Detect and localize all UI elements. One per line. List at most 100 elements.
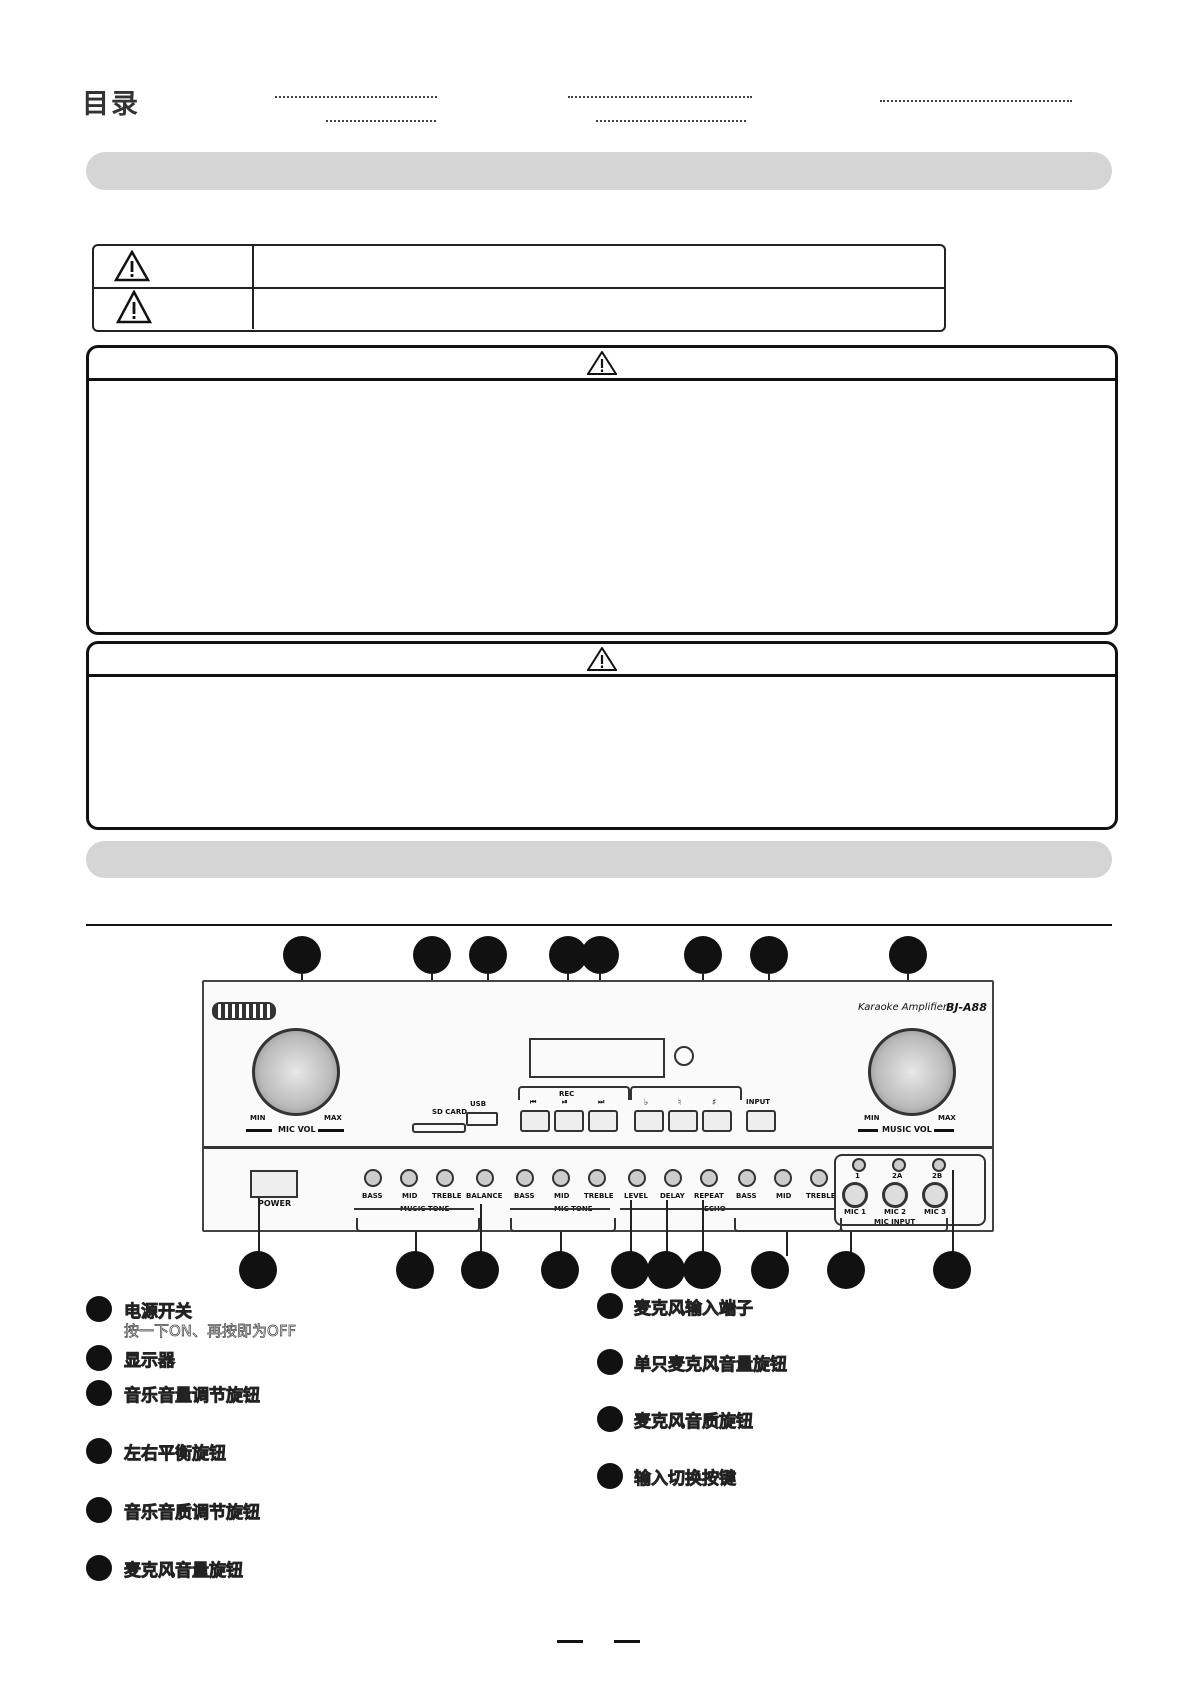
play-pause-icon: ⏯ xyxy=(562,1098,568,1106)
next-icon: ⏭ xyxy=(598,1098,605,1106)
mic-volume-knob[interactable] xyxy=(252,1028,340,1116)
knob-label: LEVEL xyxy=(624,1192,648,1200)
input-select-button[interactable] xyxy=(746,1110,776,1132)
knob-label: MID xyxy=(776,1192,792,1200)
caption-title: 输入切换按键 xyxy=(634,1469,737,1490)
caption-title: 音乐音量调节旋钮 xyxy=(124,1386,261,1407)
caption-bullet xyxy=(597,1406,623,1432)
usb-port[interactable] xyxy=(466,1112,498,1126)
power-switch[interactable] xyxy=(250,1170,298,1198)
leader-line xyxy=(702,1200,704,1256)
mic-jack-3[interactable] xyxy=(922,1182,948,1208)
knob-label: REPEAT xyxy=(694,1192,724,1200)
power-label: POWER xyxy=(258,1199,292,1208)
leader-line xyxy=(630,1200,632,1256)
warning-triangle-icon xyxy=(587,647,617,671)
mic-level-knob-1[interactable] xyxy=(852,1158,866,1172)
echo-treble-knob[interactable] xyxy=(810,1169,828,1187)
warning-triangle-icon xyxy=(587,351,617,375)
music-bass-knob[interactable] xyxy=(364,1169,382,1187)
knob-label: BASS xyxy=(362,1192,383,1200)
product-line-text: Karaoke Amplifier xyxy=(858,1002,948,1013)
echo-delay-knob[interactable] xyxy=(664,1169,682,1187)
max-label: MAX xyxy=(324,1114,342,1122)
mic-level-knob-2b[interactable] xyxy=(932,1158,946,1172)
group-bracket xyxy=(356,1218,480,1232)
knob-label: TREBLE xyxy=(432,1192,462,1200)
mic-level-knob-2a[interactable] xyxy=(892,1158,906,1172)
next-button[interactable] xyxy=(588,1110,618,1132)
warning-triangle-icon xyxy=(116,290,152,324)
brand-logo xyxy=(212,1002,276,1020)
callout-marker xyxy=(541,1251,579,1289)
leader-line xyxy=(258,1198,260,1256)
music-mid-knob[interactable] xyxy=(400,1169,418,1187)
flat-icon: ♭ xyxy=(644,1098,649,1108)
callout-marker xyxy=(684,936,722,974)
mic-jack-1[interactable] xyxy=(842,1182,868,1208)
leader-line xyxy=(786,1232,788,1256)
model-number: BJ-A88 xyxy=(946,1001,987,1014)
section-divider xyxy=(86,924,1112,926)
page-number-mark xyxy=(557,1640,583,1643)
knob-label: MID xyxy=(554,1192,570,1200)
warning-box xyxy=(86,345,1118,635)
label-rule xyxy=(318,1129,344,1132)
symbol-legend-table xyxy=(92,244,946,332)
min-label: MIN xyxy=(250,1114,266,1122)
callout-marker xyxy=(283,936,321,974)
natural-icon: ♮ xyxy=(678,1098,682,1108)
prev-button[interactable] xyxy=(520,1110,550,1132)
caption-title: 显示器 xyxy=(124,1351,176,1372)
music-vol-label: MUSIC VOL xyxy=(882,1125,932,1134)
caption-bullet xyxy=(86,1296,112,1322)
key-up-button[interactable] xyxy=(702,1110,732,1132)
toc-leader xyxy=(275,96,437,98)
sd-card-slot[interactable] xyxy=(412,1123,466,1133)
knob-label: TREBLE xyxy=(806,1192,836,1200)
panel-upper-section: Karaoke Amplifier BJ-A88 MIN MAX MIC VOL… xyxy=(204,982,992,1149)
group-bracket xyxy=(518,1086,630,1100)
mic-mid-knob[interactable] xyxy=(552,1169,570,1187)
callout-marker xyxy=(611,1251,649,1289)
mic-jack-2[interactable] xyxy=(882,1182,908,1208)
leader-line xyxy=(480,1204,482,1256)
leader-line xyxy=(850,1232,852,1256)
mic-treble-knob[interactable] xyxy=(588,1169,606,1187)
music-treble-knob[interactable] xyxy=(436,1169,454,1187)
mic-input-frame xyxy=(834,1154,986,1226)
input-label: INPUT xyxy=(746,1098,771,1106)
label-rule xyxy=(858,1129,878,1132)
caption-title: 左右平衡旋钮 xyxy=(124,1444,227,1465)
warning-box-header xyxy=(89,348,1115,381)
leader-line xyxy=(560,1232,562,1256)
min-label: MIN xyxy=(864,1114,880,1122)
caption-title: 麦克风音量旋钮 xyxy=(124,1561,244,1582)
knob-label: MID xyxy=(402,1192,418,1200)
mic-jack-label: MIC 1 xyxy=(844,1208,867,1216)
play-pause-button[interactable] xyxy=(554,1110,584,1132)
caption-bullet xyxy=(86,1555,112,1581)
label-rule xyxy=(246,1129,272,1132)
key-reset-button[interactable] xyxy=(668,1110,698,1132)
music-volume-knob[interactable] xyxy=(868,1028,956,1116)
mic-bass-knob[interactable] xyxy=(516,1169,534,1187)
echo-level-knob[interactable] xyxy=(628,1169,646,1187)
caption-title: 单只麦克风音量旋钮 xyxy=(634,1355,788,1376)
callout-marker xyxy=(647,1251,685,1289)
key-down-button[interactable] xyxy=(634,1110,664,1132)
callout-marker xyxy=(889,936,927,974)
echo-mid-knob[interactable] xyxy=(774,1169,792,1187)
max-label: MAX xyxy=(938,1114,956,1122)
callout-marker xyxy=(750,936,788,974)
legend-symbol-cell xyxy=(94,246,254,287)
label-rule xyxy=(934,1129,954,1132)
leader-line xyxy=(952,1170,954,1256)
toc-leader xyxy=(880,100,1072,102)
balance-knob[interactable] xyxy=(476,1169,494,1187)
section-header-bar xyxy=(86,152,1112,190)
echo-repeat-knob[interactable] xyxy=(700,1169,718,1187)
group-rule xyxy=(354,1208,474,1210)
caption-bullet xyxy=(86,1438,112,1464)
echo-bass-knob[interactable] xyxy=(738,1169,756,1187)
